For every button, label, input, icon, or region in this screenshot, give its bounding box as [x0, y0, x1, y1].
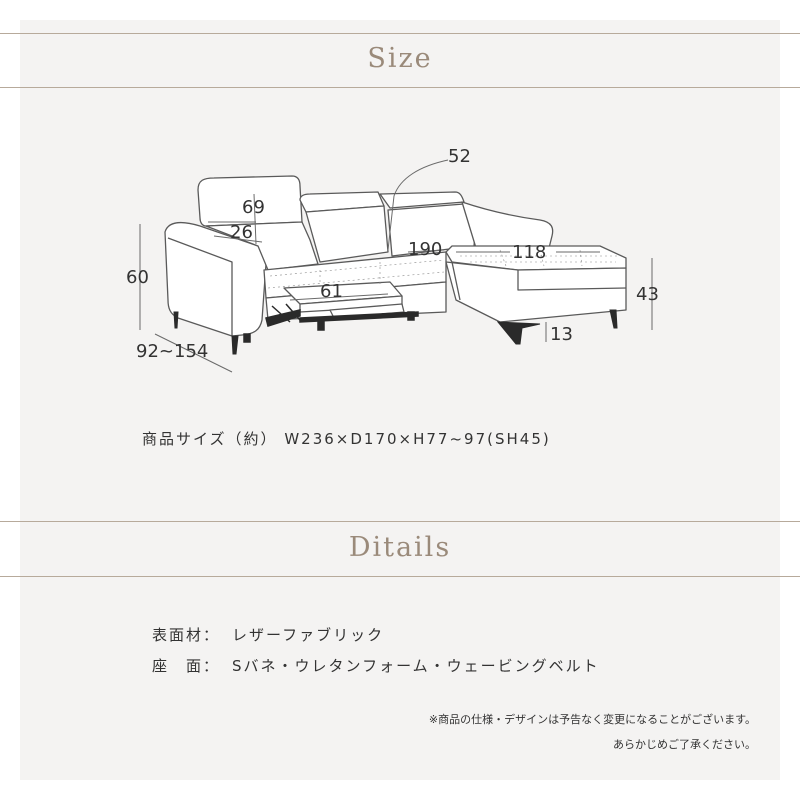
- size-title-bottom-rule: [0, 87, 800, 88]
- details-section-title: Ditails: [348, 532, 452, 563]
- sofa-left-back: [205, 221, 319, 271]
- spec-row-seat: 座 面： Sバネ・ウレタンフォーム・ウェービングベルト: [152, 655, 600, 676]
- dim-chaise-length: 118: [512, 242, 546, 263]
- spec-label: 座 面：: [152, 657, 221, 675]
- spec-label: 表面材：: [152, 626, 221, 644]
- dim-headrest-depth: 26: [230, 222, 253, 243]
- spec-value: レザーファブリック: [232, 626, 385, 644]
- dim-arm-height: 60: [126, 267, 149, 288]
- dim-seat-height: 43: [636, 284, 659, 305]
- dim-seat-width: 190: [408, 239, 442, 260]
- sofa-chaise-base: [445, 261, 627, 323]
- dim-headrest-height: 69: [242, 197, 265, 218]
- sofa-center-back: [305, 205, 389, 263]
- sofa-left-arm: [164, 221, 268, 337]
- dim-depth-range: 92~154: [136, 341, 208, 362]
- dim-back-gap: 52: [448, 146, 471, 167]
- product-size-text: 商品サイズ（約） W236×D170×H77~97(SH45): [142, 430, 551, 448]
- spec-value: Sバネ・ウレタンフォーム・ウェービングベルト: [232, 657, 600, 675]
- spec-row-surface: 表面材： レザーファブリック: [152, 624, 384, 645]
- disclaimer-line-2: あらかじめご了承ください。: [613, 738, 756, 751]
- details-title-bottom-rule: [0, 576, 800, 577]
- sofa-chaise-arm: [461, 201, 554, 253]
- dim-leg-height: 13: [550, 324, 573, 345]
- disclaimer-line-1: ※商品の仕様・デザインは予告なく変更になることがございます。: [428, 713, 756, 726]
- sofa-headrest: [197, 175, 303, 227]
- sofa-dimension-diagram: 69 26 60 92~154 61 190 52 118 43 13: [126, 146, 659, 373]
- size-section-title: Size: [367, 43, 433, 74]
- details-panel: [20, 520, 780, 780]
- size-title-top-rule: [0, 33, 800, 34]
- dim-footrest-length: 61: [320, 281, 343, 302]
- details-title-top-rule: [0, 521, 800, 522]
